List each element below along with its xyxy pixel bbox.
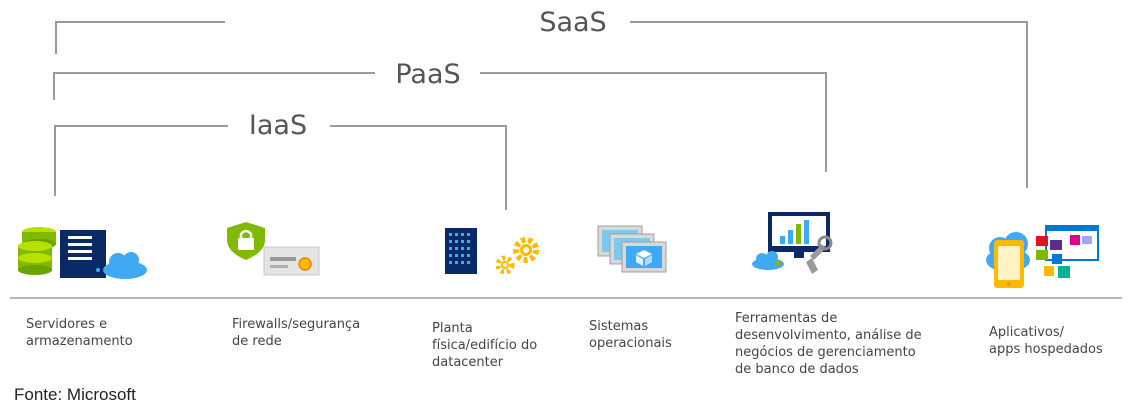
paas-bracket-left-line	[53, 72, 375, 100]
saas-bracket-right-line	[630, 21, 1028, 188]
building-gears-icon	[445, 228, 539, 275]
lock-shield-card-icon	[227, 222, 320, 276]
iaas-bracket: IaaS	[54, 110, 507, 210]
item-label-building: Planta física/edifício do datacenter	[432, 321, 538, 370]
paas-bracket-right-line	[480, 72, 827, 172]
iaas-label: IaaS	[249, 110, 307, 141]
item-label-firewalls: Firewalls/segurança de rede	[232, 317, 361, 349]
item-label-devtools: Ferramentas de desenvolvimento, análise …	[735, 311, 922, 377]
paas-label: PaaS	[395, 59, 460, 90]
item-label-servers: Servidores e armazenamento	[26, 317, 133, 349]
iaas-bracket-left-line	[54, 125, 228, 196]
item-label-apps: Aplicativos/ apps hospedados	[989, 325, 1103, 357]
source-caption: Fonte: Microsoft	[14, 385, 136, 404]
phone-apps-cloud-icon	[986, 225, 1099, 288]
stacked-windows-icon	[597, 225, 667, 273]
server-storage-cloud-icon	[18, 227, 147, 279]
item-label-os: Sistemas operacionais	[589, 319, 672, 351]
saas-label: SaaS	[539, 7, 606, 38]
saas-bracket-left-line	[55, 21, 225, 54]
saas-bracket: SaaS	[55, 7, 1028, 188]
monitor-chart-wrench-icon	[752, 212, 833, 274]
paas-bracket: PaaS	[53, 59, 827, 172]
iaas-bracket-right-line	[330, 125, 507, 210]
